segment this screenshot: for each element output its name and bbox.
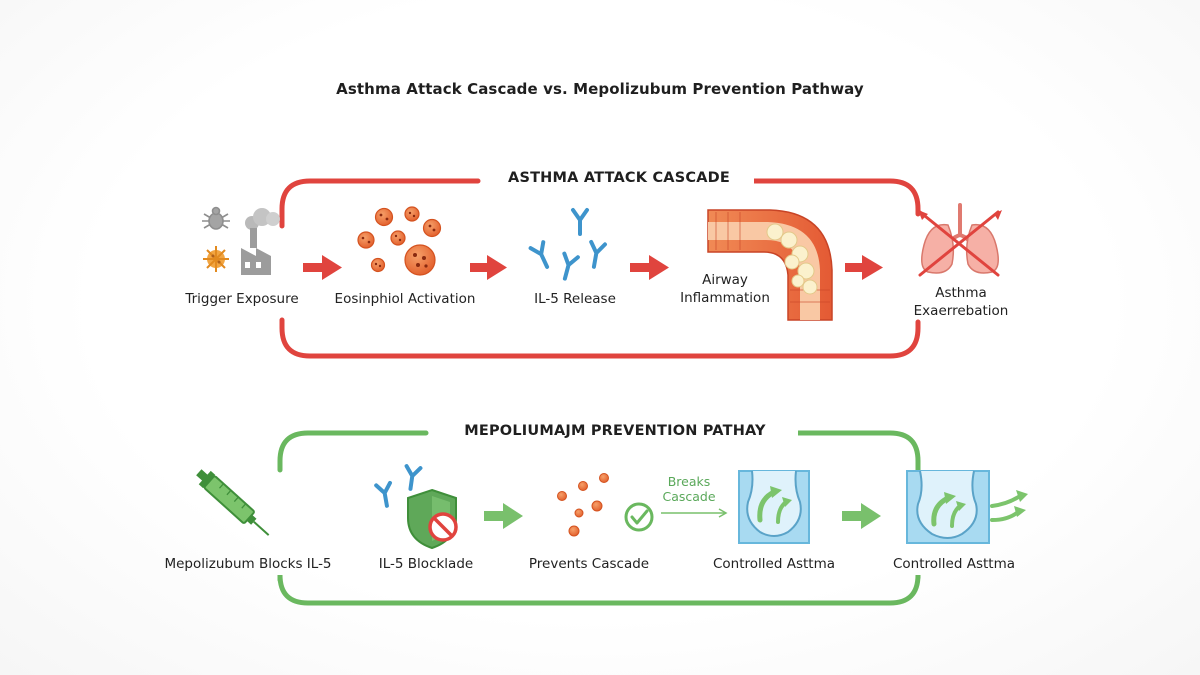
- cascade-step-label: Trigger Exposure: [185, 291, 299, 307]
- prevention-step-label: Mepolizubum Blocks IL-5: [164, 556, 332, 572]
- prevention-frame: [277, 430, 921, 606]
- prevention-heading: MEPOLIUMAJM PREVENTION PATHAY: [432, 423, 798, 439]
- cascade-step-label: Airway Inflammation: [680, 272, 770, 306]
- prevention-step-label: IL-5 Blocklade: [378, 556, 474, 572]
- breaks-cascade-arrow-icon: [661, 508, 728, 518]
- cascade-step-label: Asthma Exaerrebation: [913, 285, 1009, 319]
- diagram-title: Asthma Attack Cascade vs. Mepolizubum Pr…: [336, 80, 864, 98]
- breaks-cascade-note: Breaks Cascade: [662, 474, 716, 504]
- check-circle-icon: [624, 502, 654, 532]
- allergen-pollution-icon: [202, 206, 280, 275]
- prevention-arrows: [484, 503, 881, 529]
- cascade-frame: [279, 178, 921, 359]
- prevention-arrow-icon: [842, 503, 881, 529]
- inflamed-airway-icon: [707, 209, 833, 321]
- pollen-icon: [203, 246, 229, 272]
- prevention-step-label: Controlled Asttma: [713, 556, 835, 572]
- clear-airway-icon: [738, 470, 810, 544]
- reduced-cells-icon: [557, 473, 609, 537]
- syringe-icon: [196, 469, 270, 536]
- crossed-lungs-icon: [918, 203, 1002, 277]
- eosinophil-cells-icon: [357, 206, 442, 276]
- cascade-arrow-icon: [630, 255, 669, 280]
- open-airway-flow-icon: [906, 470, 1028, 544]
- cascade-arrow-icon: [470, 255, 507, 280]
- cascade-arrows: [303, 255, 883, 280]
- il5-antibody-icon: [528, 208, 607, 281]
- prevention-arrow-icon: [484, 503, 523, 529]
- cascade-step-label: IL-5 Release: [534, 291, 616, 307]
- shield-block-icon: [374, 464, 458, 550]
- prevention-step-label: Prevents Cascade: [528, 556, 650, 572]
- dust-mite-icon: [202, 206, 230, 230]
- factory-icon: [241, 208, 280, 275]
- cascade-arrow-icon: [845, 255, 883, 280]
- prevention-step-label: Controlled Asttma: [893, 556, 1015, 572]
- cascade-step-label: Eosinphiol Activation: [334, 291, 476, 307]
- cascade-arrow-icon: [303, 255, 342, 280]
- cascade-heading: ASTHMA ATTACK CASCADE: [484, 170, 754, 186]
